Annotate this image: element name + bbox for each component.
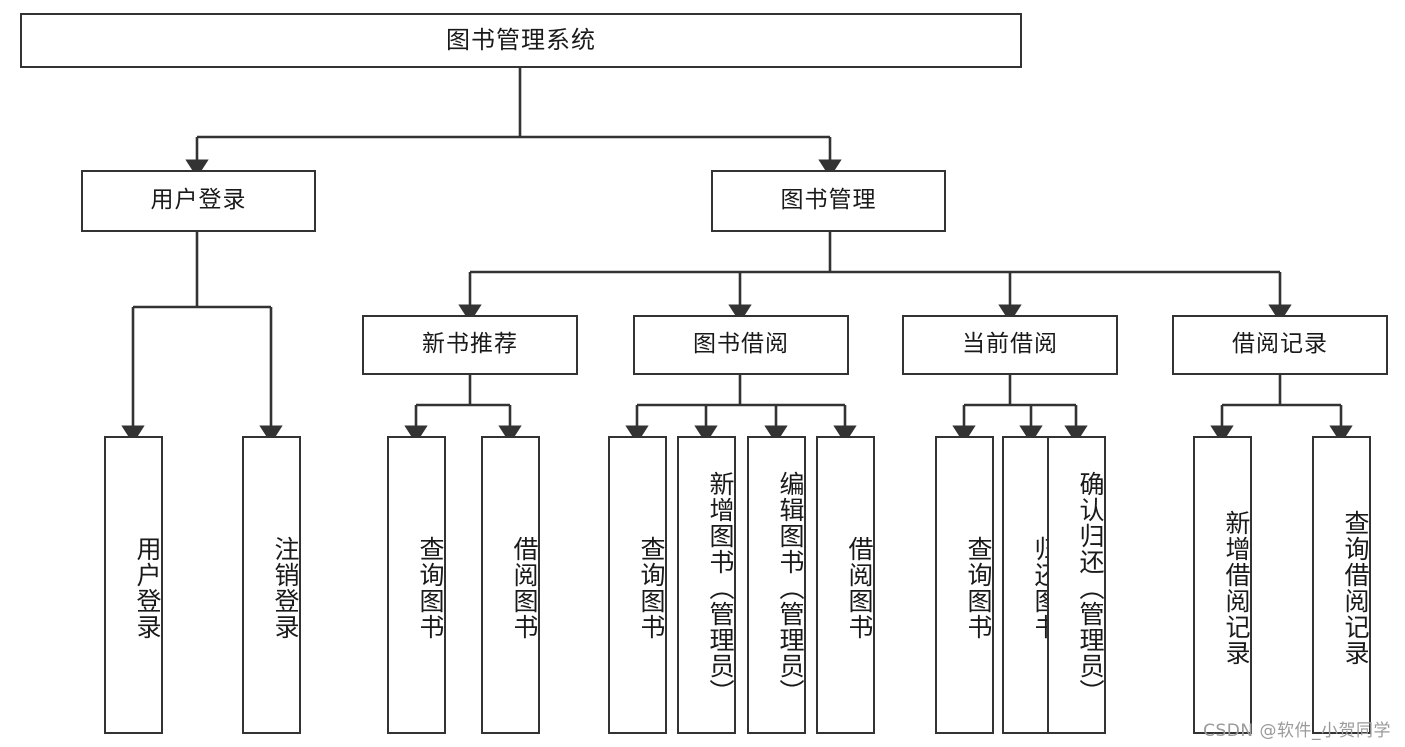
csdn-watermark: CSDN @软件_小贺同学 [1203,721,1391,741]
node-book-management[interactable]: 图书管理 [711,170,946,232]
node-user-login[interactable]: 用户登录 [81,170,316,232]
node-new-book-recommend[interactable]: 新书推荐 [362,315,578,375]
leaf-add-borrow-record[interactable]: 新增借阅记录 [1193,436,1252,734]
leaf-query-book-borrow[interactable]: 查询图书 [608,436,667,734]
node-book-borrow[interactable]: 图书借阅 [633,315,849,375]
leaf-query-borrow-record[interactable]: 查询借阅记录 [1312,436,1371,734]
leaf-add-book-admin[interactable]: 新增图书（管理员） [677,436,736,734]
leaf-borrow-book-recommend[interactable]: 借阅图书 [481,436,540,734]
leaf-query-book-current[interactable]: 查询图书 [935,436,994,734]
leaf-logout[interactable]: 注销登录 [242,436,301,734]
leaf-edit-book-admin[interactable]: 编辑图书（管理员） [747,436,806,734]
leaf-confirm-return-admin[interactable]: 确认归还（管理员） [1047,436,1106,734]
leaf-query-book-recommend[interactable]: 查询图书 [387,436,446,734]
node-current-borrow[interactable]: 当前借阅 [902,315,1118,375]
node-root[interactable]: 图书管理系统 [20,13,1022,68]
node-borrow-record[interactable]: 借阅记录 [1172,315,1388,375]
leaf-user-login[interactable]: 用户登录 [104,436,163,734]
leaf-borrow-book[interactable]: 借阅图书 [816,436,875,734]
